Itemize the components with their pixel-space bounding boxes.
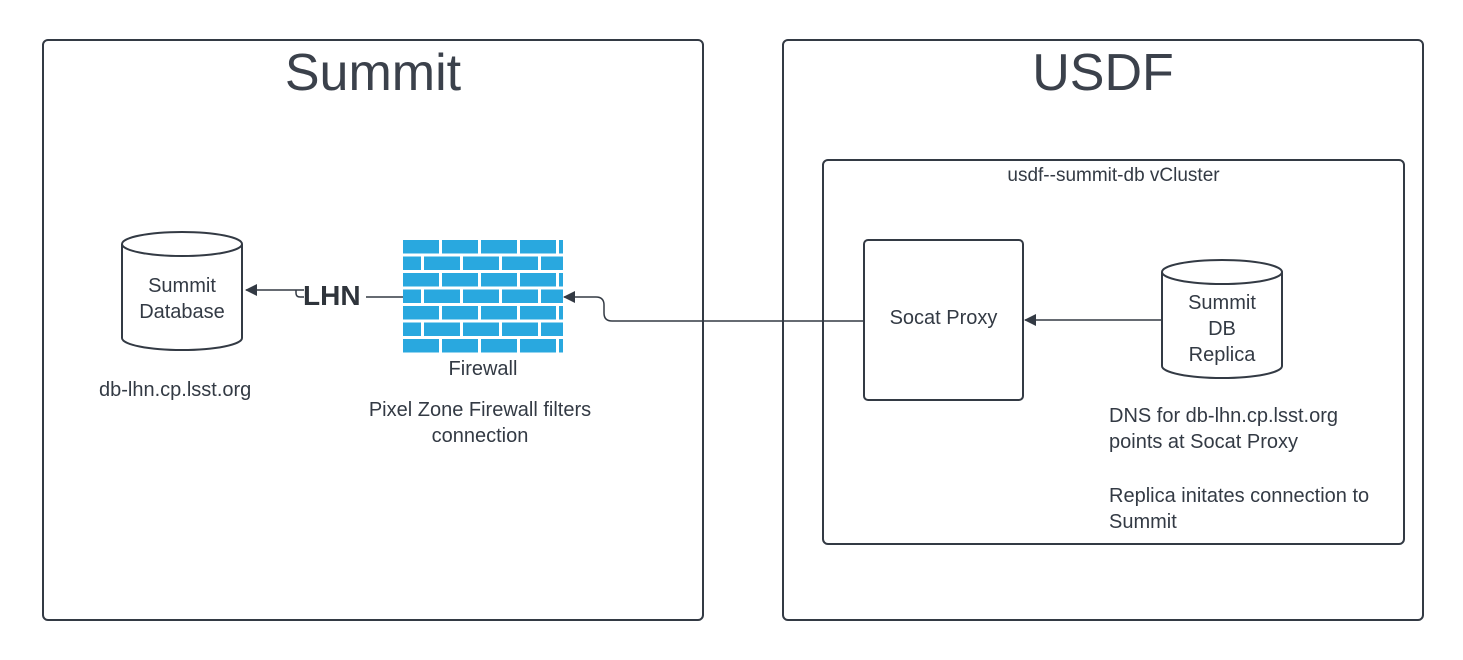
replica-note-line1: Replica initates connection to (1109, 485, 1370, 507)
summit-database-cylinder (121, 231, 243, 351)
firewall-brick (481, 273, 517, 287)
firewall-brick (559, 273, 563, 287)
firewall-brick (463, 289, 499, 303)
firewall-brick (442, 240, 478, 254)
firewall-caption: Pixel Zone Firewall filters connection (330, 397, 630, 449)
firewall-brick (403, 339, 439, 353)
summit-database-label-line1: Summit (148, 275, 216, 297)
firewall-brick (424, 256, 460, 270)
firewall-brick (541, 289, 563, 303)
replica-label-line2: DB (1208, 318, 1236, 340)
firewall-brick (481, 306, 517, 320)
firewall-brick (403, 240, 439, 254)
firewall-brick (502, 256, 538, 270)
firewall-brick (520, 306, 556, 320)
firewall-brick (481, 339, 517, 353)
firewall-brick (502, 289, 538, 303)
firewall-caption-line1: Pixel Zone Firewall filters (368, 399, 592, 421)
dns-note-line2: points at Socat Proxy (1109, 431, 1298, 453)
socat-proxy-box (863, 239, 1024, 401)
firewall-brick (559, 306, 563, 320)
firewall-brick (403, 273, 439, 287)
replica-label-line3: Replica (1188, 344, 1256, 366)
firewall-brick (424, 322, 460, 336)
firewall-brick (520, 240, 556, 254)
firewall-brick (403, 322, 421, 336)
firewall-caption-line2: connection (431, 425, 529, 447)
firewall-brick (442, 306, 478, 320)
summit-database-hostname: db-lhn.cp.lsst.org (99, 379, 252, 401)
socat-proxy-label: Socat Proxy (889, 307, 998, 329)
replica-note: Replica initates connection to Summit (1109, 483, 1369, 535)
lhn-label: LHN (303, 280, 361, 311)
firewall-brick (541, 256, 563, 270)
firewall-brick (403, 306, 439, 320)
replica-database-cylinder (1161, 259, 1283, 379)
firewall-brick (442, 339, 478, 353)
firewall-brick (541, 322, 563, 336)
firewall-brick (403, 289, 421, 303)
firewall-brick (463, 256, 499, 270)
firewall-brick (463, 322, 499, 336)
firewall-brick (442, 273, 478, 287)
firewall-brick (520, 273, 556, 287)
firewall-brick (559, 240, 563, 254)
brick-wall-icon (403, 240, 563, 353)
firewall-brick (424, 289, 460, 303)
summit-zone-title: Summit (284, 44, 462, 102)
replica-label: Summit DB Replica (1162, 290, 1282, 368)
vcluster-title: usdf--summit-db vCluster (1007, 165, 1220, 186)
dns-note: DNS for db-lhn.cp.lsst.org points at Soc… (1109, 403, 1338, 455)
firewall-brick (502, 322, 538, 336)
firewall-label: Firewall (448, 358, 518, 380)
summit-database-label: Summit Database (122, 273, 242, 325)
socat-to-firewall-edge (563, 291, 864, 322)
firewall-brick (559, 339, 563, 353)
firewall-brick (520, 339, 556, 353)
firewall-brick (481, 240, 517, 254)
dns-note-line1: DNS for db-lhn.cp.lsst.org (1109, 405, 1338, 427)
usdf-zone-title: USDF (1032, 44, 1174, 102)
summit-database-label-line2: Database (139, 301, 225, 323)
replica-note-line2: Summit (1109, 511, 1177, 533)
lhn-edge-bend (295, 290, 304, 298)
replica-label-line1: Summit (1188, 292, 1256, 314)
firewall-brick (403, 256, 421, 270)
